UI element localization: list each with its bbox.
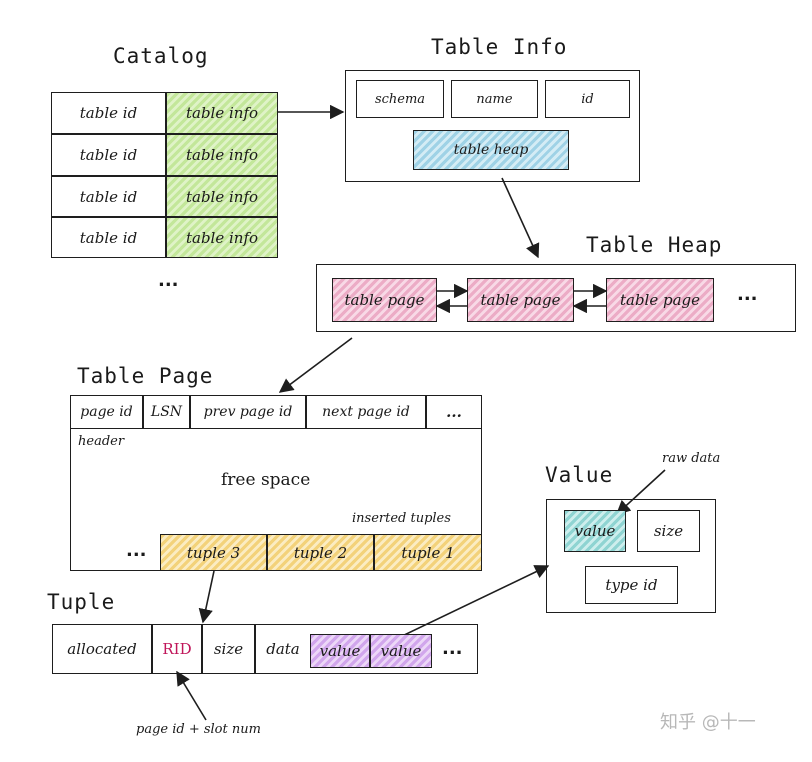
table-page-header-next-page-id: next page id bbox=[306, 395, 426, 429]
table-page-tuple-3: tuple 3 bbox=[160, 534, 267, 571]
table-page-header-prev-page-id: prev page id bbox=[190, 395, 306, 429]
table-heap-page-3: table page bbox=[606, 278, 714, 322]
table-page-tuple-2: tuple 2 bbox=[267, 534, 374, 571]
value-frame bbox=[546, 499, 716, 613]
tuple-more: ... bbox=[442, 638, 463, 659]
table-info-id: id bbox=[545, 80, 630, 118]
tuple-value-2: value bbox=[370, 634, 432, 668]
table-page-header-page-id: page id bbox=[70, 395, 143, 429]
tuple-data: data bbox=[255, 624, 310, 674]
table-page-more: ... bbox=[126, 540, 147, 561]
table-heap-title: Table Heap bbox=[586, 233, 723, 257]
arrow-value-to-value-box bbox=[397, 565, 550, 639]
catalog-row-3-id: table id bbox=[51, 176, 166, 217]
arrow-heap-to-table-heap bbox=[501, 177, 540, 259]
value-value: value bbox=[564, 510, 626, 552]
value-title: Value bbox=[545, 463, 614, 487]
catalog-row-1-info: table info bbox=[166, 92, 278, 134]
catalog-title: Catalog bbox=[113, 44, 209, 68]
arrow-table-heap-to-table-page bbox=[278, 337, 353, 393]
arrow-raw-data-to-value bbox=[615, 469, 666, 515]
table-info-title: Table Info bbox=[431, 35, 568, 59]
value-type-id: type id bbox=[585, 566, 678, 604]
table-heap-page-2: table page bbox=[467, 278, 574, 322]
table-page-tuple-1: tuple 1 bbox=[374, 534, 482, 571]
table-info-name: name bbox=[451, 80, 538, 118]
table-page-free-space: free space bbox=[221, 470, 311, 490]
tuple-allocated: allocated bbox=[52, 624, 152, 674]
table-page-header-lsn: LSN bbox=[143, 395, 190, 429]
catalog-row-2-id: table id bbox=[51, 134, 166, 176]
arrow-note-to-rid bbox=[176, 670, 207, 721]
catalog-row-1-id: table id bbox=[51, 92, 166, 134]
catalog-more: ... bbox=[158, 270, 179, 291]
arrow-tuple3-to-tuple bbox=[198, 570, 215, 624]
catalog-row-4-id: table id bbox=[51, 217, 166, 258]
tuple-size: size bbox=[202, 624, 255, 674]
rid-note: page id + slot num bbox=[136, 722, 261, 737]
raw-data-label: raw data bbox=[662, 451, 721, 466]
table-page-title: Table Page bbox=[77, 364, 214, 388]
table-page-header-more: ... bbox=[426, 395, 482, 429]
table-heap-more: ... bbox=[737, 284, 758, 305]
catalog-row-2-info: table info bbox=[166, 134, 278, 176]
tuple-title: Tuple bbox=[47, 590, 116, 614]
tuple-value-1: value bbox=[310, 634, 370, 668]
table-heap-page-1: table page bbox=[332, 278, 437, 322]
table-info-heap: table heap bbox=[413, 130, 569, 170]
watermark: 知乎 @十一 bbox=[660, 712, 756, 733]
table-page-inserted-label: inserted tuples bbox=[352, 511, 451, 526]
table-info-frame bbox=[345, 70, 640, 182]
table-info-schema: schema bbox=[356, 80, 444, 118]
catalog-row-3-info: table info bbox=[166, 176, 278, 217]
value-size: size bbox=[637, 510, 700, 552]
table-page-header-label: header bbox=[78, 434, 125, 449]
catalog-row-4-info: table info bbox=[166, 217, 278, 258]
table-heap-frame bbox=[316, 264, 796, 332]
tuple-rid: RID bbox=[152, 624, 202, 674]
